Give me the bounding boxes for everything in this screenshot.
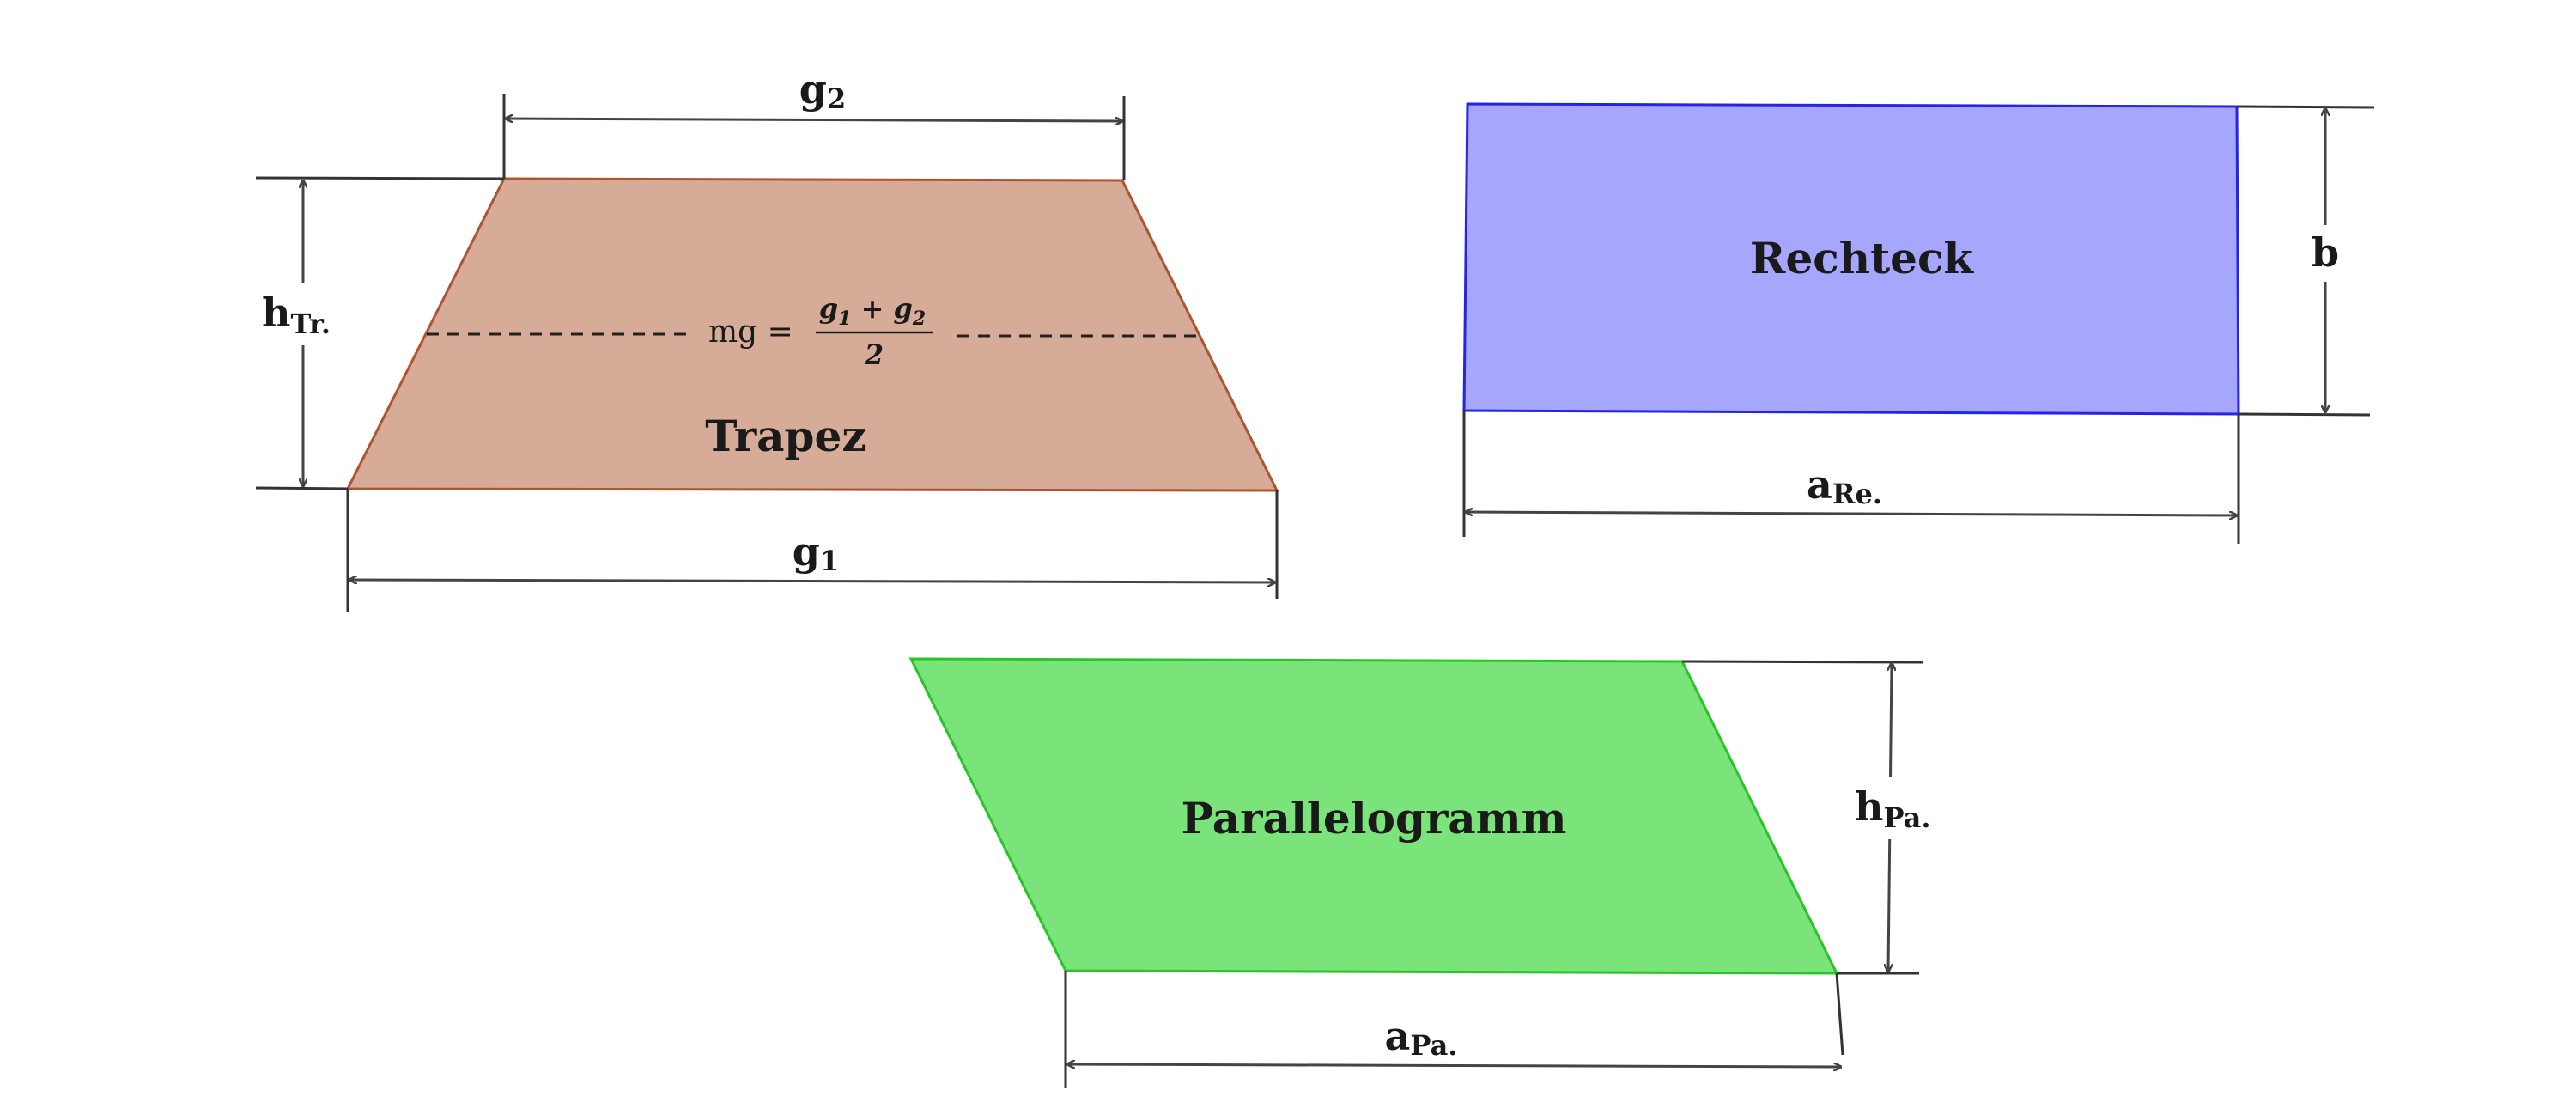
b-label: b xyxy=(2312,229,2339,276)
parallelogramm-label: Parallelogramm xyxy=(1181,793,1566,844)
htr-extension-bottom xyxy=(255,486,349,490)
trapez-midline-formula: mg = g1 + g2 2 xyxy=(708,292,933,371)
htr-label: hTr. xyxy=(262,289,331,340)
apa-label: aPa. xyxy=(1385,1013,1458,1062)
midline-numerator: g1 + g2 xyxy=(819,292,926,330)
htr-extension-top xyxy=(255,176,505,180)
are-label: aRe. xyxy=(1807,461,1882,510)
g2-label: g2 xyxy=(799,66,846,115)
apa-extension-right xyxy=(1835,972,1844,1056)
g2-dimension-line xyxy=(506,119,1122,121)
g1-label: g1 xyxy=(793,528,839,577)
b-extension-bottom xyxy=(2238,412,2371,417)
hpa-label: hPa. xyxy=(1855,783,1931,834)
rechteck-group: Rechteck b aRe. xyxy=(1462,102,2375,544)
g1-dimension-line xyxy=(349,580,1275,582)
rechteck-label: Rechteck xyxy=(1750,233,1975,283)
midline-denominator: 2 xyxy=(864,338,884,371)
hpa-label-background xyxy=(1850,777,1945,839)
parallelogramm-group: Parallelogramm hPa. aPa. xyxy=(908,657,1945,1088)
hpa-extension-top xyxy=(1681,660,1924,664)
htr-label-background xyxy=(258,283,352,345)
are-dimension-line xyxy=(1466,512,2237,515)
midline-lhs: mg = xyxy=(708,314,793,350)
b-label-background xyxy=(2306,225,2345,282)
trapez-group: mg = g1 + g2 2 Trapez g2 g1 hTr. xyxy=(255,66,1279,612)
trapez-label: Trapez xyxy=(705,411,866,461)
apa-dimension-line xyxy=(1067,1064,1841,1067)
